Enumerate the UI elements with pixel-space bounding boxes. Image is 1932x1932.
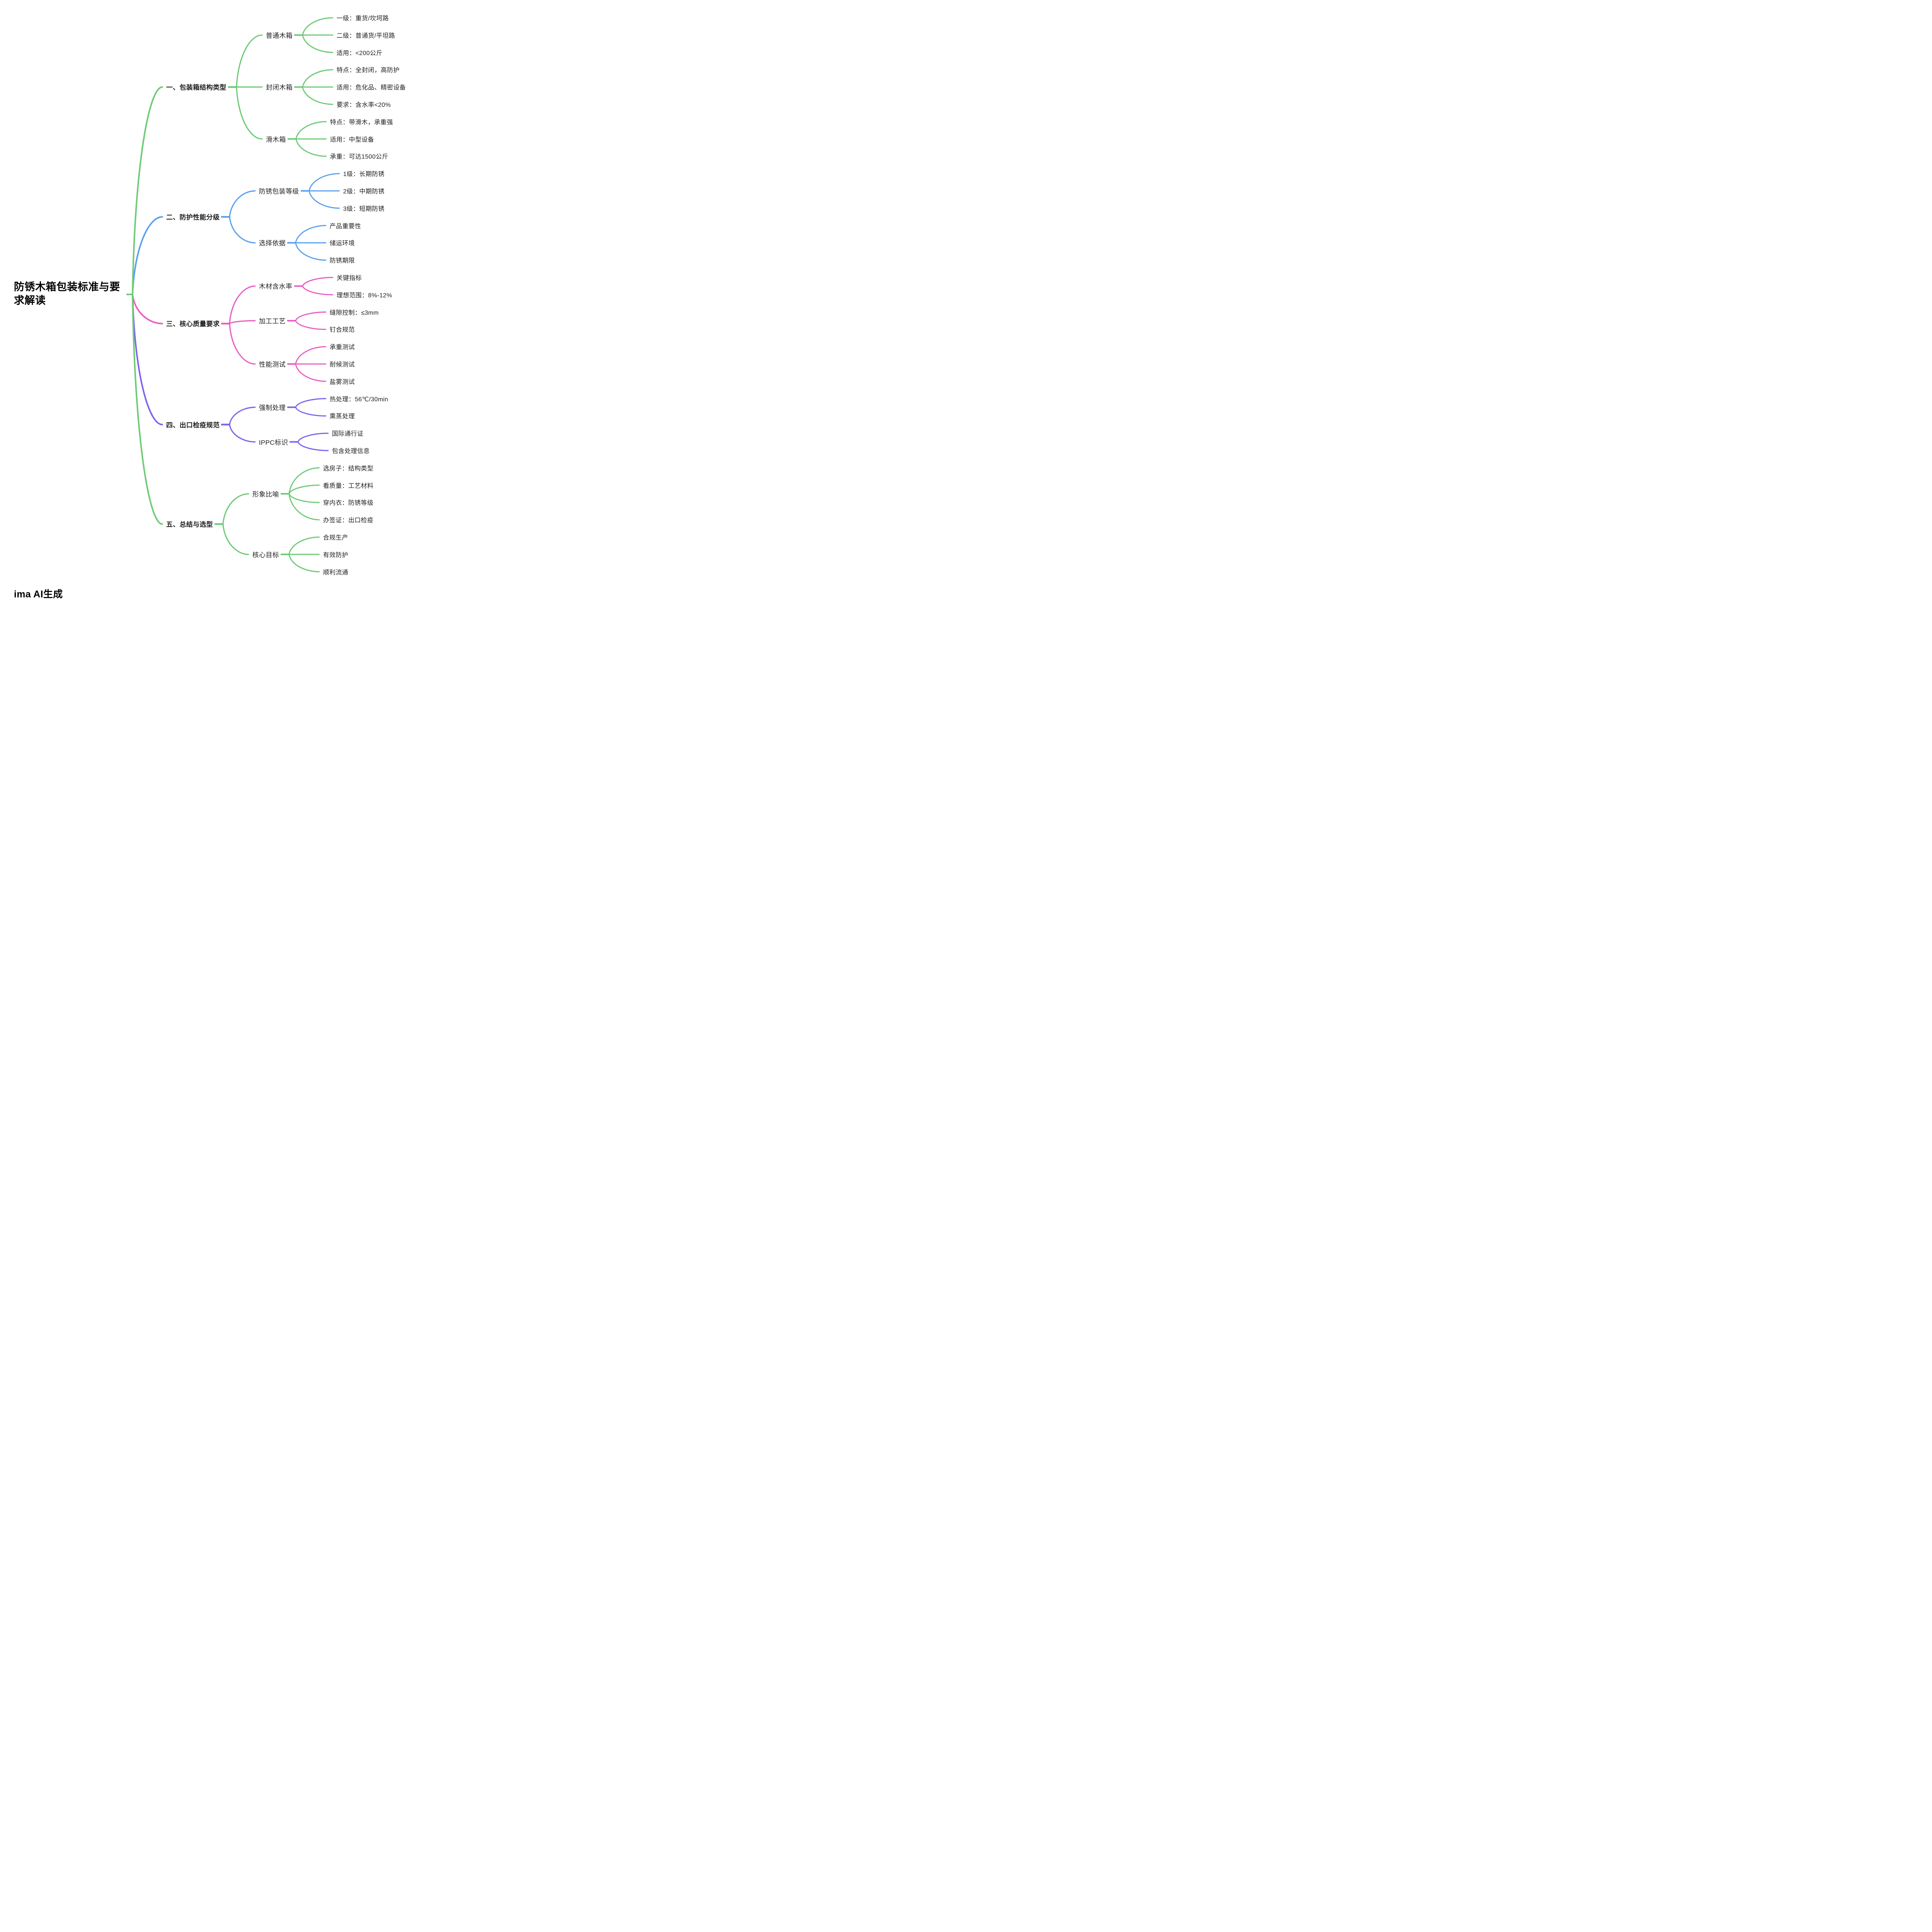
connector <box>288 485 320 495</box>
connector <box>288 554 320 573</box>
connector <box>229 190 256 218</box>
connector <box>302 34 333 53</box>
leaf-node[interactable]: 关键指标 <box>337 275 362 282</box>
connector <box>222 523 249 555</box>
child-node[interactable]: 普通木箱 <box>266 32 293 39</box>
connector <box>295 121 327 140</box>
leaf-node[interactable]: 包含处理信息 <box>332 448 370 455</box>
child-node[interactable]: 选择依据 <box>259 240 286 247</box>
child-node[interactable]: 木材含水率 <box>259 283 293 291</box>
connector <box>295 320 327 330</box>
leaf-node[interactable]: 3级：短期防锈 <box>343 206 384 213</box>
connector <box>295 346 327 365</box>
connector <box>126 86 163 295</box>
branch-label[interactable]: 五、总结与选型 <box>166 521 213 529</box>
connector <box>229 323 256 365</box>
leaf-node[interactable]: 耐候测试 <box>330 361 355 368</box>
leaf-node[interactable]: 理想范围：8%-12% <box>337 292 392 299</box>
child-node[interactable]: 性能测试 <box>259 361 286 368</box>
leaf-node[interactable]: 国际通行证 <box>332 430 364 437</box>
mindmap-canvas: 防锈木箱包装标准与要求解读 ima AI生成 一、包装箱结构类型 普通木箱 一级：重… <box>0 0 420 614</box>
leaf-node[interactable]: 缝隙控制：≤3mm <box>330 310 379 316</box>
connector <box>236 86 263 140</box>
connector <box>295 363 327 382</box>
child-node[interactable]: 形象比喻 <box>252 491 279 498</box>
connector <box>308 190 340 209</box>
leaf-node[interactable]: 穿内衣：防锈等级 <box>323 500 374 507</box>
child-node[interactable]: 核心目标 <box>252 551 279 559</box>
connector <box>295 398 327 408</box>
connector <box>295 406 327 417</box>
connector <box>229 424 256 443</box>
connector <box>236 34 263 88</box>
connector-layer <box>126 17 340 573</box>
connector <box>308 173 340 192</box>
leaf-node[interactable]: 选房子：结构类型 <box>323 465 374 472</box>
leaf-node[interactable]: 钉合规范 <box>330 327 355 333</box>
connector <box>288 493 320 520</box>
leaf-node[interactable]: 有效防护 <box>323 552 349 559</box>
child-node[interactable]: 封闭木箱 <box>266 84 293 92</box>
connector <box>302 17 333 36</box>
connector <box>297 432 329 443</box>
connector <box>302 277 333 287</box>
leaf-node[interactable]: 承重测试 <box>330 344 355 351</box>
leaf-node[interactable]: 承重：可达1500公斤 <box>330 153 388 160</box>
connector <box>295 242 327 261</box>
connector <box>229 216 256 243</box>
connector <box>229 406 256 425</box>
leaf-node[interactable]: 热处理：56℃/30min <box>330 396 388 403</box>
branch-label[interactable]: 三、核心质量要求 <box>166 320 220 328</box>
branch-label[interactable]: 一、包装箱结构类型 <box>166 84 226 92</box>
connector <box>229 285 256 325</box>
connector <box>126 294 163 525</box>
connector <box>288 536 320 555</box>
connector <box>302 86 333 105</box>
connector <box>288 493 320 503</box>
leaf-node[interactable]: 适用：危化品、精密设备 <box>337 84 406 91</box>
leaf-node[interactable]: 一级：重货/坎坷路 <box>337 15 389 22</box>
leaf-node[interactable]: 特点：全封闭，高防护 <box>337 67 400 74</box>
child-node[interactable]: IPPC标识 <box>259 439 288 446</box>
child-node[interactable]: 滑木箱 <box>266 136 286 143</box>
connector <box>295 311 327 321</box>
branch-label[interactable]: 二、防护性能分级 <box>166 214 220 221</box>
leaf-node[interactable]: 熏蒸处理 <box>330 413 355 420</box>
leaf-node[interactable]: 盐雾测试 <box>330 379 355 386</box>
leaf-node[interactable]: 要求：含水率<20% <box>337 102 391 109</box>
leaf-node[interactable]: 2级：中期防锈 <box>343 188 384 195</box>
leaf-node[interactable]: 适用：中型设备 <box>330 136 374 143</box>
connector <box>295 138 327 157</box>
connector <box>297 441 329 451</box>
child-node[interactable]: 加工工艺 <box>259 318 286 325</box>
root-node[interactable]: 防锈木箱包装标准与要求解读 <box>14 281 120 306</box>
leaf-node[interactable]: 适用：<200公斤 <box>337 50 383 57</box>
child-node[interactable]: 强制处理 <box>259 404 286 412</box>
leaf-node[interactable]: 特点：带滑木，承重强 <box>330 119 393 126</box>
watermark-label: ima AI生成 <box>14 589 63 600</box>
leaf-node[interactable]: 办签证：出口检疫 <box>323 517 374 524</box>
child-node[interactable]: 防锈包装等级 <box>259 188 299 195</box>
leaf-node[interactable]: 1级：长期防锈 <box>343 171 384 178</box>
connector <box>295 225 327 243</box>
leaf-node[interactable]: 二级：普通货/平坦路 <box>337 32 395 39</box>
connector <box>229 320 256 325</box>
leaf-node[interactable]: 顺利流通 <box>323 569 349 576</box>
connector <box>302 285 333 296</box>
leaf-node[interactable]: 产品重要性 <box>330 223 361 230</box>
connector <box>302 69 333 88</box>
branch-label[interactable]: 四、出口检疫规范 <box>166 421 220 429</box>
leaf-node[interactable]: 防锈期限 <box>330 257 355 264</box>
leaf-node[interactable]: 储运环境 <box>330 240 355 247</box>
leaf-node[interactable]: 看质量：工艺材料 <box>323 483 374 490</box>
leaf-node[interactable]: 合规生产 <box>323 534 349 541</box>
connector <box>222 493 249 525</box>
connector <box>288 467 320 495</box>
